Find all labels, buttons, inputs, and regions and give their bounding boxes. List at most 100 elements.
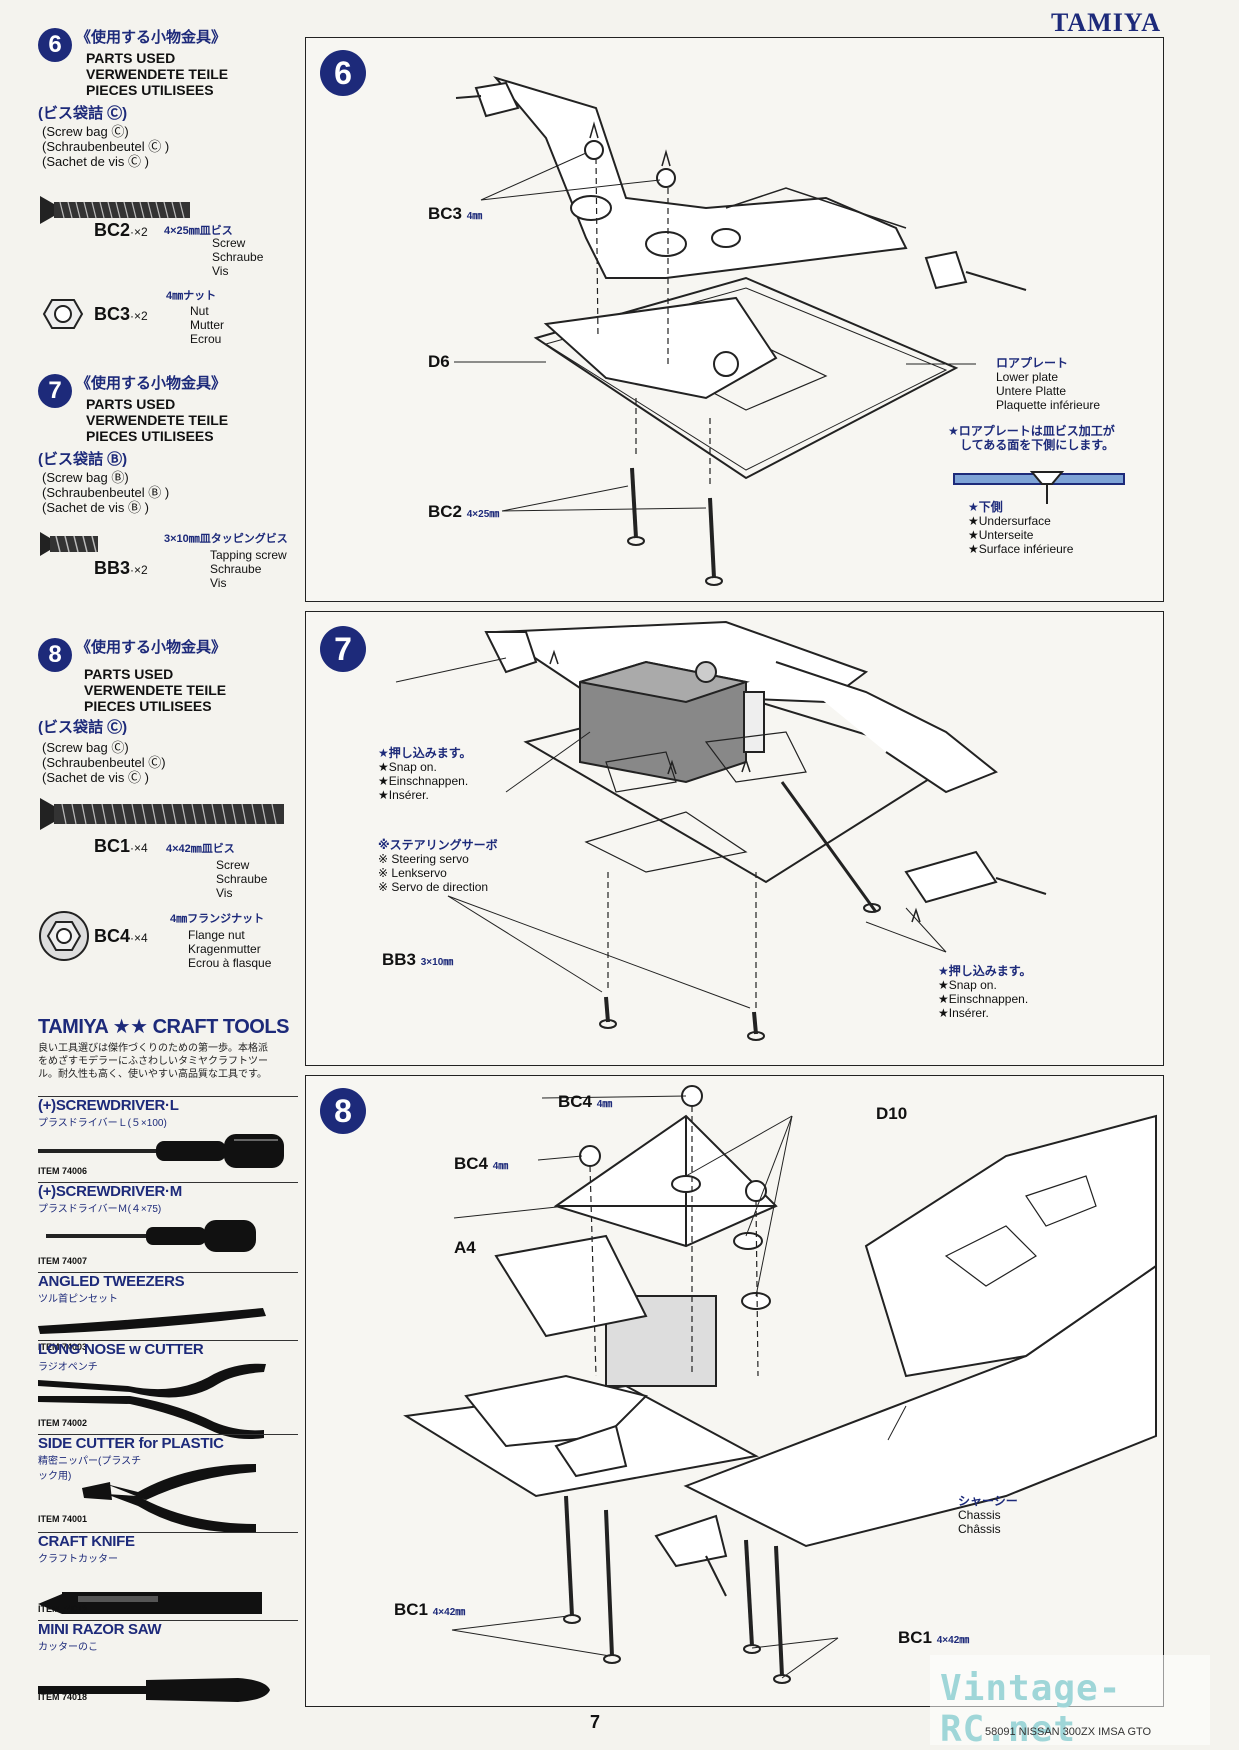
tool-jp: カッターのこ [38, 1642, 98, 1653]
step6-diagram [454, 76, 1125, 586]
bc4-top-label: BC4 [558, 1092, 593, 1111]
snap-on-en: ★Snap on. [378, 760, 437, 774]
step8-badge: 8 [38, 638, 72, 672]
tool-mini-razor-saw: MINI RAZOR SAW カッターのこ [38, 1620, 298, 1653]
step7-panel: 7 [305, 611, 1164, 1066]
step6-number: 6 [320, 50, 366, 96]
step7-bag-de: (Schraubenbeutel Ⓑ ) [42, 485, 170, 500]
step8-number: 8 [320, 1088, 366, 1134]
snap-on-de: ★Einschnappen. [378, 774, 469, 788]
step8-bag-jp: (ビス袋詰 Ⓒ) [38, 719, 128, 736]
bc3-en: Nut [190, 304, 209, 318]
bc3-qty: ·×2 [130, 309, 148, 323]
bc1-right-size: 4×42㎜ [936, 1635, 970, 1646]
tool-long-nose-cutter: LONG NOSE w CUTTER ラジオペンチ [38, 1340, 298, 1373]
tool-item-number: ITEM 74003 [38, 1342, 88, 1352]
bb3-fr: Vis [210, 576, 227, 590]
tool-item-number: ITEM 74006 [38, 1166, 88, 1176]
step6-bag-de: (Schraubenbeutel Ⓒ ) [42, 139, 170, 154]
bc2-fr: Vis [212, 264, 229, 278]
bb3-size: 3×10㎜ [420, 957, 454, 968]
tool-jp: プラスドライバーＭ(４×75) [38, 1204, 162, 1215]
tool-name: CRAFT KNIFE [38, 1533, 135, 1550]
bc3-label: BC3 [428, 204, 463, 223]
lower-plate-de: Untere Platte [996, 384, 1067, 398]
step6-bag-en: (Screw bag Ⓒ) [42, 124, 129, 139]
bc1-fr: Vis [216, 886, 233, 900]
d10-label: D10 [876, 1104, 908, 1123]
bc4-jp: 4㎜フランジナット [170, 913, 265, 925]
step8-title: 《使用する小物金具》 [76, 639, 227, 656]
tool-item-number: ITEM 74013 [38, 1604, 88, 1614]
step8-parts-de: VERWENDETE TEILE [84, 682, 227, 698]
chassis-fr: Châssis [958, 1522, 1001, 1536]
undersurface-jp: ★下側 [968, 500, 1003, 514]
tool-item-number: ITEM 74007 [38, 1256, 88, 1266]
tool-name: (+)SCREWDRIVER·M [38, 1183, 182, 1200]
steering-servo-de: ※ Lenkservo [378, 866, 447, 880]
step8-parts-fr: PIECES UTILISEES [84, 698, 212, 714]
step6-badge: 6 [38, 28, 72, 62]
snap-on-2-en: ★Snap on. [938, 978, 997, 992]
step7-bag-jp: (ビス袋詰 Ⓑ) [38, 451, 128, 468]
step6-title: 《使用する小物金具》 [76, 29, 227, 46]
a4-label: A4 [454, 1238, 476, 1257]
bc1-left-label: BC1 [394, 1600, 429, 1619]
tool-name: ANGLED TWEEZERS [38, 1273, 185, 1290]
bc1-left-size: 4×42㎜ [432, 1607, 466, 1618]
mini-razor-saw-icon [38, 1678, 270, 1702]
bc1-right-label: BC1 [898, 1628, 933, 1647]
flange-nut-bc4-icon [39, 911, 89, 961]
star-note-jp-2: してある面を下側にします。 [960, 438, 1115, 452]
lower-plate-jp: ロアプレート [996, 356, 1069, 370]
step7-bag-en: (Screw bag Ⓑ) [42, 470, 129, 485]
tools-desc-1: 良い工具選びは傑作づくりのための第一歩。本格派 [38, 1043, 268, 1054]
bc4-en: Flange nut [188, 928, 245, 942]
d6-part [543, 296, 778, 400]
tool-screwdriver-l: (+)SCREWDRIVER·L プラスドライバーＬ(５×100) [38, 1096, 298, 1129]
tool-name: MINI RAZOR SAW [38, 1621, 162, 1638]
a4-brace [553, 1114, 778, 1248]
bc1-en: Screw [216, 858, 250, 872]
upper-arm [493, 76, 908, 279]
craft-knife-icon [38, 1592, 262, 1614]
undersurface-de: ★Unterseite [968, 528, 1034, 542]
step8-parts-en: PARTS USED [84, 666, 174, 682]
bc2-qty: ·×2 [130, 225, 148, 239]
bc4-qty: ·×4 [130, 931, 148, 945]
bc4-de: Kragenmutter [188, 942, 261, 956]
side-cutter-icon [82, 1464, 256, 1533]
lower-plate-en: Lower plate [996, 370, 1059, 384]
bc4-fr: Ecrou à flasque [188, 956, 272, 970]
steering-servo-en: ※ Steering servo [378, 852, 469, 866]
bc4-code: BC4 [94, 926, 131, 946]
step6-bag-jp: (ビス袋詰 Ⓒ) [38, 105, 128, 122]
step7-title: 《使用する小物金具》 [76, 375, 227, 392]
watermark-box [930, 1655, 1210, 1745]
page-number: 7 [590, 1712, 601, 1732]
step6-bag-fr: (Sachet de vis Ⓒ ) [42, 154, 149, 169]
tool-item-number: ITEM 74001 [38, 1514, 88, 1524]
step6-parts-en: PARTS USED [86, 50, 176, 66]
tool-item-number: ITEM 74002 [38, 1418, 88, 1428]
bc2-en: Screw [212, 236, 246, 250]
step7-badge: 7 [38, 374, 72, 408]
steering-servo-fr: ※ Servo de direction [378, 880, 489, 894]
d6-label: D6 [428, 352, 450, 371]
sidebar-drawings [38, 196, 284, 1702]
bc2-size: 4×25㎜ [466, 509, 500, 520]
bc1-jp: 4×42㎜皿ビス [166, 843, 235, 855]
step6-parts-fr: PIECES UTILISEES [86, 82, 214, 98]
bc3-jp: 4㎜ナット [166, 290, 217, 302]
bc4-left-label: BC4 [454, 1154, 489, 1173]
step8-bag-en: (Screw bag Ⓒ) [42, 740, 129, 755]
star-note-jp-1: ★ロアプレートは皿ビス加工が [948, 424, 1115, 438]
tapping-screw-bb3-icon [40, 532, 98, 556]
bc3-de: Mutter [190, 318, 225, 332]
bc4-left-size: 4㎜ [492, 1161, 509, 1172]
bc1-de: Schraube [216, 872, 268, 886]
bc2-de: Schraube [212, 250, 264, 264]
tool-name: LONG NOSE w CUTTER [38, 1341, 204, 1358]
brand-logo: TAMIYA [1050, 8, 1161, 37]
step7-parts-en: PARTS USED [86, 396, 176, 412]
